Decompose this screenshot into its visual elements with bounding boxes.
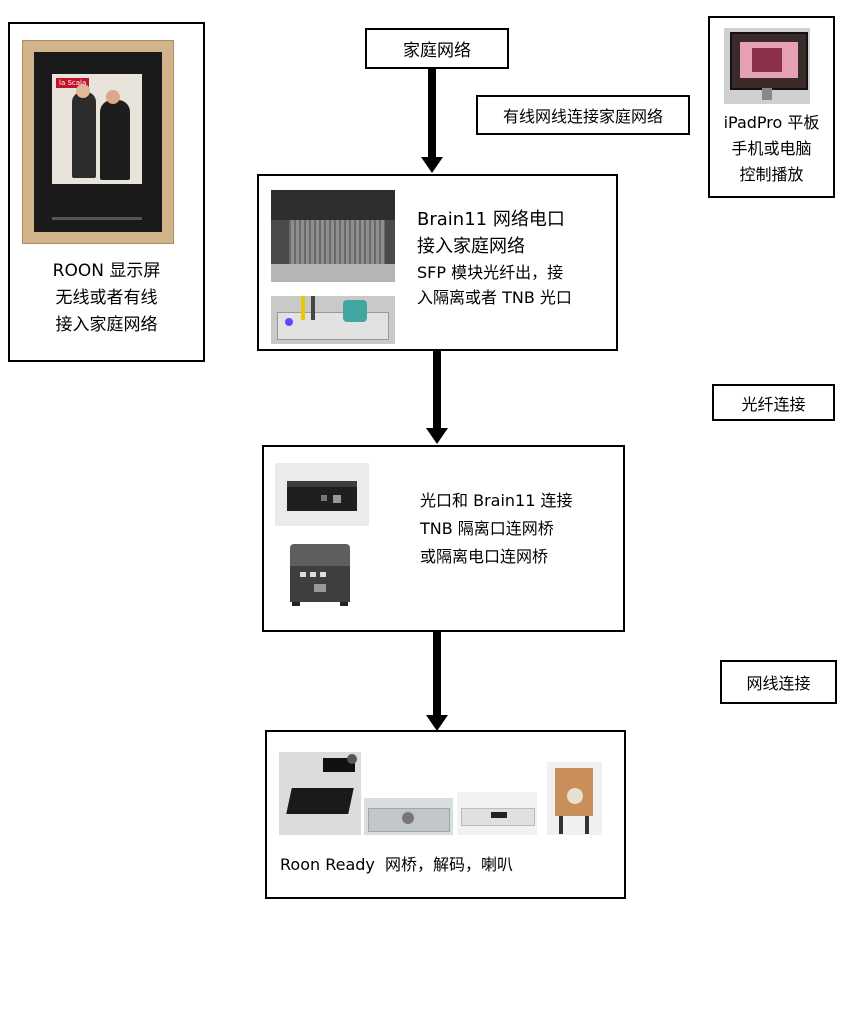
brain11-device-photo [271,190,395,282]
isolator-box: 光口和 Brain11 连接 TNB 隔离口连网桥 或隔离电口连网桥 [262,445,625,632]
isolator-line: 或隔离电口连网桥 [420,547,549,566]
brain11-line: 接入家庭网络 [417,236,525,257]
wired-connection-label: 有线网线连接家庭网络 [476,95,690,135]
brain11-line: SFP 模块光纤出，接 [417,263,564,282]
ipad-line: iPadPro 平板 [723,113,820,132]
roon-display-line: 接入家庭网络 [55,315,158,335]
brain11-ports-photo [271,296,395,344]
roon-display-line: ROON 显示屏 [52,261,161,281]
roon-display-photo: la Scala [22,40,174,244]
ipad-monitor-photo [724,28,810,104]
endpoint-box: Roon Ready 网桥，解码，喇叭 [265,730,626,899]
la-scala-logo: la Scala [56,78,90,88]
ipad-control-box: iPadPro 平板 手机或电脑 控制播放 [708,16,835,198]
isolator-line: 光口和 Brain11 连接 [420,491,573,510]
home-network-label: 家庭网络 [365,28,509,69]
endpoint-caption: Roon Ready 网桥，解码，喇叭 [280,855,514,874]
roon-display-box: la Scala ROON 显示屏 无线或者有线 接入家庭网络 [8,22,205,362]
player-photo [457,792,537,835]
tnb-isolator-photo [288,542,352,609]
ipad-line: 控制播放 [739,165,804,184]
ipad-line: 手机或电脑 [731,139,812,158]
brain11-line: Brain11 网络电口 [417,209,565,230]
fiber-isolator-photo [275,463,369,526]
dac-photo [364,798,453,835]
ethernet-connection-label: 网线连接 [720,660,837,704]
fiber-connection-label: 光纤连接 [712,384,835,421]
isolator-line: TNB 隔离口连网桥 [420,519,554,538]
roon-display-line: 无线或者有线 [55,288,158,308]
speaker-photo [547,762,602,835]
brain11-box: Brain11 网络电口 接入家庭网络 SFP 模块光纤出，接 入隔离或者 TN… [257,174,618,351]
bridge-photo [279,752,361,835]
brain11-line: 入隔离或者 TNB 光口 [417,288,572,307]
